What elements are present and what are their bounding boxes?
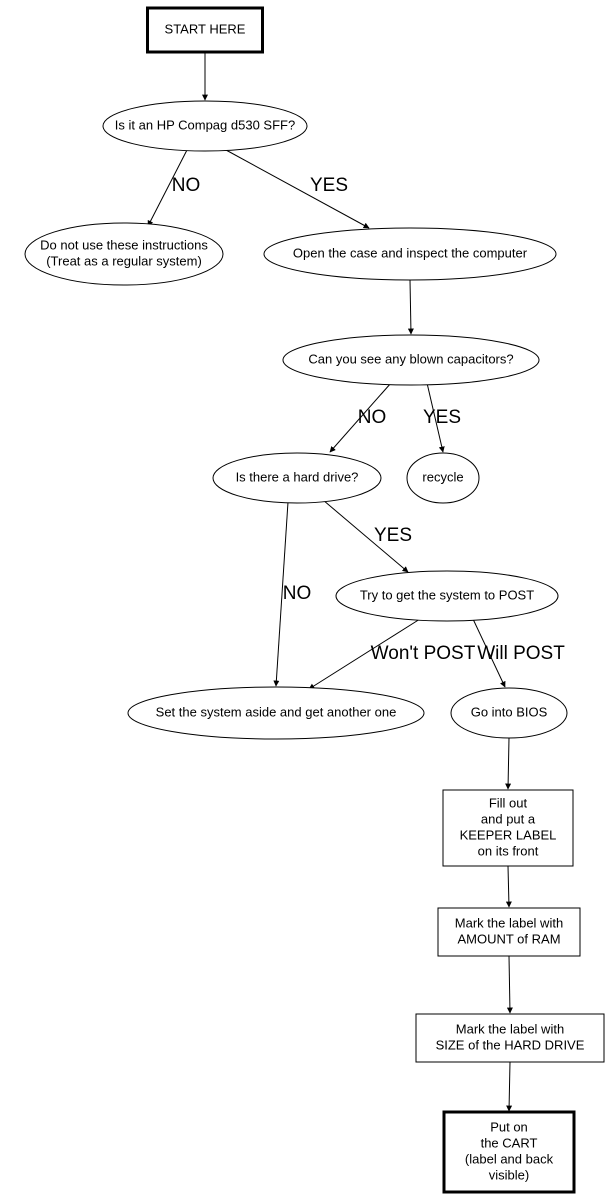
flow-edge [273,501,289,687]
node-rect [437,907,581,957]
node-text-line: AMOUNT of RAM [457,931,560,946]
edge-arrow-line [322,499,409,573]
node-text-line: Mark the label with [456,1021,564,1036]
node-text-line: Is it an HP Compag d530 SFF? [115,117,295,132]
flow-edge [147,149,188,227]
flow-edge [472,618,506,688]
flow-edge [505,737,512,790]
node-ellipse [24,222,224,286]
node-text-line: KEEPER LABEL [460,827,557,842]
node-text-line: (label and back [465,1151,554,1166]
node-rect-emphasized [442,1110,576,1194]
edge-arrow-line [308,618,421,690]
node-ellipse [282,334,540,386]
node-text-line: recycle [422,469,463,484]
edge-arrow-line [506,955,513,1014]
node-text-line: the CART [481,1135,538,1150]
flow-edge [322,499,409,573]
node-ellipse [212,452,382,504]
node-text-line: Mark the label with [455,915,563,930]
node-ellipse [127,686,425,740]
edge-label: NO [283,583,312,604]
flow-node-do_not_use[interactable]: Do not use these instructions(Treat as a… [24,222,224,286]
flow-edge [225,149,370,229]
edge-arrow-line [147,149,188,227]
flow-node-is_d530[interactable]: Is it an HP Compag d530 SFF? [102,100,308,152]
flow-edge [308,618,421,690]
edge-label: Won't POST [371,643,476,664]
node-text-line: START HERE [165,21,246,36]
edge-arrow-line [506,1061,513,1112]
flow-edge [407,279,414,335]
node-text-line: visible) [489,1167,529,1182]
node-rect [415,1013,605,1063]
flow-node-go_bios[interactable]: Go into BIOS [450,687,568,739]
edge-label: YES [423,407,461,428]
nodes-layer: START HERE Is it an HP Compag d530 SFF? Do… [24,6,605,1194]
node-text-line: Put on [490,1119,528,1134]
edge-arrow-line [472,618,506,688]
flow-node-hard_drive[interactable]: Is there a hard drive? [212,452,382,504]
edge-arrow-line [426,382,445,453]
node-text-line: Fill out [489,795,528,810]
node-ellipse [102,100,308,152]
edge-label: Will POST [477,643,565,664]
edge-arrow-line [407,279,414,335]
node-ellipse [406,452,480,504]
flow-node-recycle[interactable]: recycle [406,452,480,504]
flow-node-set_aside[interactable]: Set the system aside and get another one [127,686,425,740]
flow-edge [426,382,445,453]
edge-arrow-line [225,149,370,229]
edge-arrow-line [329,382,392,453]
node-ellipse [263,227,557,281]
node-text-line: on its front [478,843,539,858]
node-ellipse [450,687,568,739]
node-text-line: and put a [481,811,536,826]
flow-node-open_case[interactable]: Open the case and inspect the computer [263,227,557,281]
node-text-line: Go into BIOS [471,704,548,719]
edge-label: NO [172,175,201,196]
edge-label: YES [310,175,348,196]
node-text-line: Can you see any blown capacitors? [308,351,513,366]
node-rect-emphasized [146,6,264,54]
node-text-line: (Treat as a regular system) [46,253,202,268]
node-text-line: Open the case and inspect the computer [293,245,528,260]
flow-node-try_post[interactable]: Try to get the system to POST [335,570,559,622]
edge-label: NO [358,407,387,428]
edges-layer [147,52,513,1112]
node-text-line: Is there a hard drive? [236,469,359,484]
flow-edge [329,382,392,453]
node-text-line: Do not use these instructions [40,237,208,252]
node-text-line: SIZE of the HARD DRIVE [436,1037,585,1052]
node-rect [442,789,574,867]
flow-edge [505,865,512,908]
edge-arrow-line [273,501,289,687]
edge-arrow-line [505,737,512,790]
edge-arrow-line [505,865,512,908]
flow-edge [506,955,513,1014]
node-ellipse [335,570,559,622]
edge-label: YES [374,525,412,546]
flow-node-start[interactable]: START HERE [146,6,264,54]
flow-node-blown_caps[interactable]: Can you see any blown capacitors? [282,334,540,386]
node-text-line: Set the system aside and get another one [156,704,397,719]
node-text-line: Try to get the system to POST [360,587,534,602]
flow-edge [506,1061,513,1112]
